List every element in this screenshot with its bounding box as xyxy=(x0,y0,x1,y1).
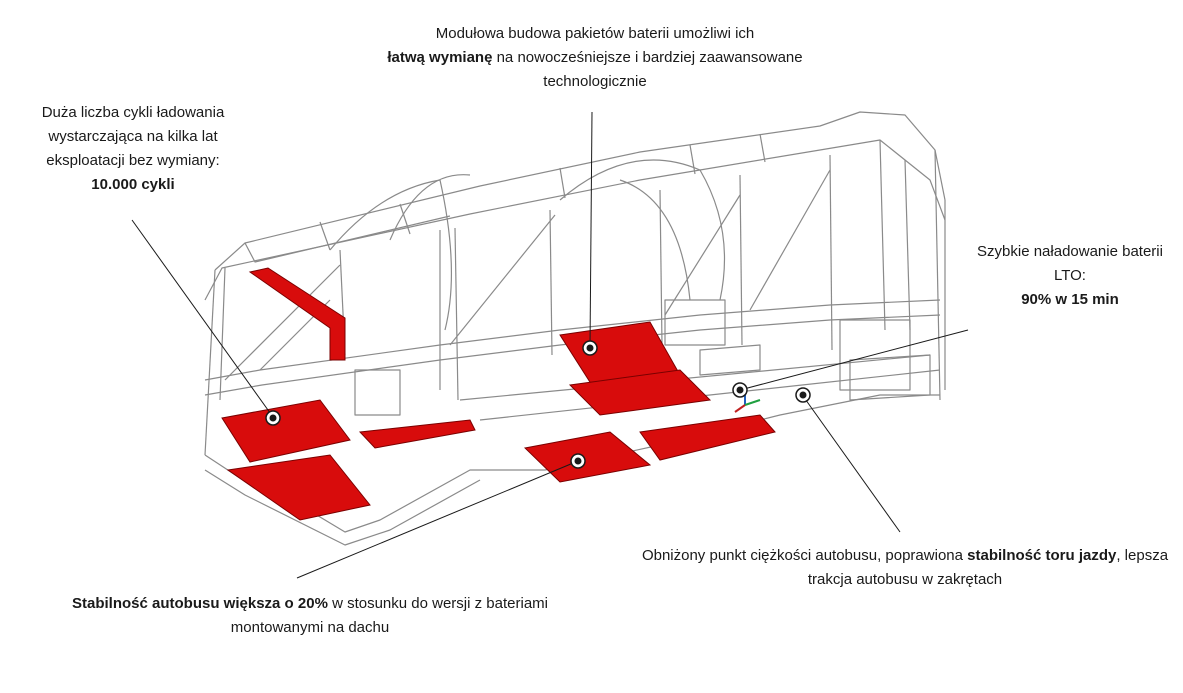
battery-pack-front-lower xyxy=(226,454,371,521)
callout-left-text: Duża liczba cykli ładowania wystarczając… xyxy=(41,104,225,169)
callout-top-bold: łatwą wymianę xyxy=(387,49,493,66)
battery-pack-rear-lower xyxy=(568,369,712,416)
callout-bottom-left-rest: w stosunku do wersji z bateriami montowa… xyxy=(230,595,548,636)
battery-pack-rear-bottom xyxy=(639,414,776,461)
callout-right-bold: 90% w 15 min xyxy=(1021,291,1119,308)
marker-right xyxy=(732,382,748,398)
leader-line-right xyxy=(739,329,969,391)
callout-stability: Stabilność autobusu większa o 20% w stos… xyxy=(60,592,560,640)
leader-line-left xyxy=(131,219,274,418)
leader-lines xyxy=(131,111,969,579)
callout-bottom-left-bold: Stabilność autobusu większa o 20% xyxy=(72,595,328,612)
battery-duct-floor xyxy=(358,419,476,449)
leader-line-bottom-left xyxy=(296,460,579,579)
callout-center-of-gravity: Obniżony punkt ciężkości autobusu, popra… xyxy=(640,544,1170,592)
callout-charge-cycles: Duża liczba cykli ładowania wystarczając… xyxy=(18,101,248,197)
callout-bottom-right-rest: , lepsza trakcja autobusu w zakrętach xyxy=(807,547,1169,588)
markers xyxy=(265,340,811,469)
battery-pack-middle xyxy=(523,431,652,483)
bus-skeleton xyxy=(204,111,946,546)
battery-pack-front-upper xyxy=(221,399,351,463)
marker-bottom-left xyxy=(570,453,586,469)
leader-line-top xyxy=(589,111,593,348)
callout-modular-batteries: Modułowa budowa pakietów baterii umożliw… xyxy=(385,22,805,94)
callout-top-line1: Modułowa budowa pakietów baterii umożliw… xyxy=(435,25,755,42)
marker-bottom-right xyxy=(795,387,811,403)
callout-right-text: Szybkie naładowanie baterii LTO: xyxy=(977,243,1163,284)
battery-packs xyxy=(221,267,776,521)
callout-top-rest: na nowocześniejsze i bardziej zaawansowa… xyxy=(492,49,803,90)
callout-left-bold: 10.000 cykli xyxy=(91,176,175,193)
callout-bottom-right-text: Obniżony punkt ciężkości autobusu, popra… xyxy=(641,547,968,564)
marker-top xyxy=(582,340,598,356)
marker-left xyxy=(265,410,281,426)
callout-fast-charging: Szybkie naładowanie baterii LTO: 90% w 1… xyxy=(975,240,1165,312)
battery-duct-roof xyxy=(248,267,346,361)
leader-line-bottom-right xyxy=(802,395,901,533)
callout-bottom-right-bold: stabilność toru jazdy xyxy=(967,547,1117,564)
